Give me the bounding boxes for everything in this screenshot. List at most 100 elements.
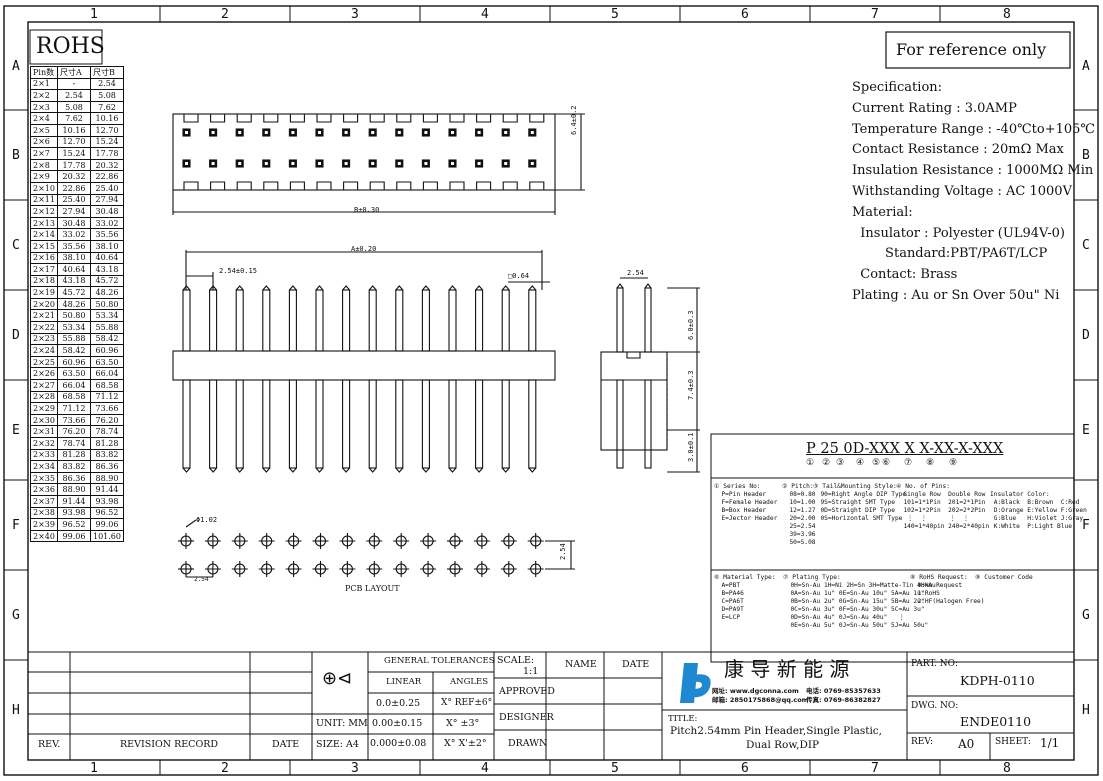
dim-side-top: 6.0±0.3 (687, 310, 695, 340)
pin-tip (315, 285, 324, 291)
pin-square-inner (424, 162, 428, 165)
table-cell: 40.64 (56, 263, 91, 276)
part-code-marker: ⑤ (872, 458, 881, 468)
dim-front-a: A±0.20 (351, 245, 377, 253)
date-header: DATE (622, 659, 650, 670)
table-cell: 2×20 (30, 297, 58, 311)
table-cell: 2×37 (30, 494, 58, 508)
pin-square-inner (291, 131, 295, 134)
dwg-no: ENDE0110 (960, 714, 1032, 729)
top-notch (343, 114, 359, 123)
outer-frame (3, 5, 1099, 776)
table-cell: 2.54 (89, 77, 124, 91)
pin-square-inner (211, 131, 215, 134)
table-cell: 71.12 (89, 390, 124, 404)
pin-tip (475, 285, 484, 291)
pin-square-inner (371, 131, 375, 134)
table-row: 2×1-2.54 (30, 77, 124, 91)
table-cell: 68.58 (56, 390, 91, 404)
unit-label: UNIT: MM (316, 718, 368, 729)
row-label: E (1082, 423, 1090, 438)
table-cell: 20.32 (89, 158, 124, 172)
table-cell: 60.96 (89, 344, 124, 357)
row-label: H (1082, 703, 1090, 718)
table-cell: 10.16 (56, 123, 91, 137)
table-cell: 2×19 (30, 286, 58, 299)
pin-upper (421, 289, 430, 352)
leader (185, 519, 197, 528)
table-cell: 40.64 (89, 251, 124, 265)
option-tail: ③ Tail&Mounting Style: 90=Right Angle DI… (813, 483, 907, 522)
table-cell: 2×9 (30, 170, 58, 183)
dim-pcb-hole: Φ1.02 (196, 516, 218, 524)
reference-note: For reference only (896, 40, 1047, 59)
table-cell: 17.78 (56, 158, 91, 172)
top-notch (210, 114, 226, 123)
top-notch (529, 114, 545, 123)
pin-tip (262, 467, 271, 473)
option-customer: ⑨ Customer Code (975, 574, 1033, 581)
table-cell: 58.42 (89, 332, 124, 346)
top-view (172, 113, 585, 215)
pin-lower (235, 379, 244, 469)
pin-square-inner (424, 131, 428, 134)
table-cell: 88.90 (56, 483, 91, 496)
table-cell: 2×4 (30, 112, 58, 125)
column-label: 3 (351, 761, 359, 776)
dim-side-pitch: 2.54 (627, 269, 644, 277)
table-cell: 55.88 (56, 332, 91, 346)
pin-lower (395, 379, 404, 469)
spec-line: Standard:PBT/PA6T/LCP (852, 246, 1048, 262)
pin-tip (528, 285, 537, 291)
table-cell: 53.34 (89, 309, 124, 323)
pin-tip (395, 285, 404, 291)
sheet-label: SHEET: (995, 737, 1031, 747)
bottom-notch (316, 181, 332, 190)
table-cell: 38.10 (89, 239, 124, 253)
size-label: SIZE: A4 (316, 739, 359, 750)
part-code: P 25 0D-XXX X X-XX-X-XXX (806, 441, 1004, 457)
spec-line: Plating : Au or Sn Over 50u" Ni (852, 287, 1060, 303)
table-cell: 12.70 (56, 135, 91, 149)
table-cell: 93.98 (89, 494, 124, 508)
table-cell: 2×14 (30, 228, 58, 241)
top-notch (449, 114, 465, 123)
pin-upper (209, 289, 218, 352)
table-cell: 2×16 (30, 251, 58, 265)
column-label: 6 (741, 761, 749, 776)
option-color: Insulator Color: A:Black B:Brown C:Red D… (990, 491, 1087, 530)
table-cell: 2×39 (30, 518, 58, 531)
table-cell: 2×30 (30, 413, 58, 427)
pin-tip (235, 285, 244, 291)
table-cell: 2×13 (30, 216, 58, 230)
pin-square-inner (238, 162, 242, 165)
rev-label-2: REV: (911, 737, 933, 747)
pin-tip (288, 467, 297, 473)
table-cell: 17.78 (89, 147, 124, 160)
table-cell: 78.74 (56, 437, 91, 450)
table-cell: 73.66 (56, 413, 91, 427)
dim-front-pin: □0.64 (508, 272, 530, 280)
table-cell: 2×26 (30, 367, 58, 381)
pin-tip (448, 285, 457, 291)
table-cell: 68.58 (89, 379, 124, 392)
table-cell: 50.80 (56, 309, 91, 323)
pin-upper (368, 289, 377, 352)
option-pitch: ② Pitch: 08=0.80 10=1.00 12=1.27 20=2.00… (782, 483, 816, 546)
row-label: E (12, 423, 20, 438)
